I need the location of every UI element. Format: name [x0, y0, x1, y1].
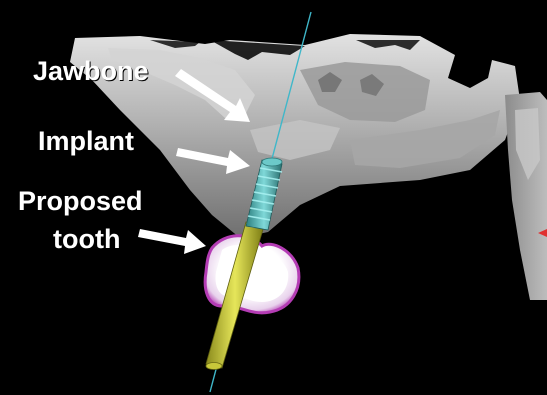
label-implant: Implant: [38, 126, 134, 156]
label-proposed-tooth-line1: Proposed: [18, 186, 143, 216]
label-proposed-tooth-line2: tooth: [53, 224, 120, 254]
label-jawbone: Jawbone: [33, 56, 149, 86]
